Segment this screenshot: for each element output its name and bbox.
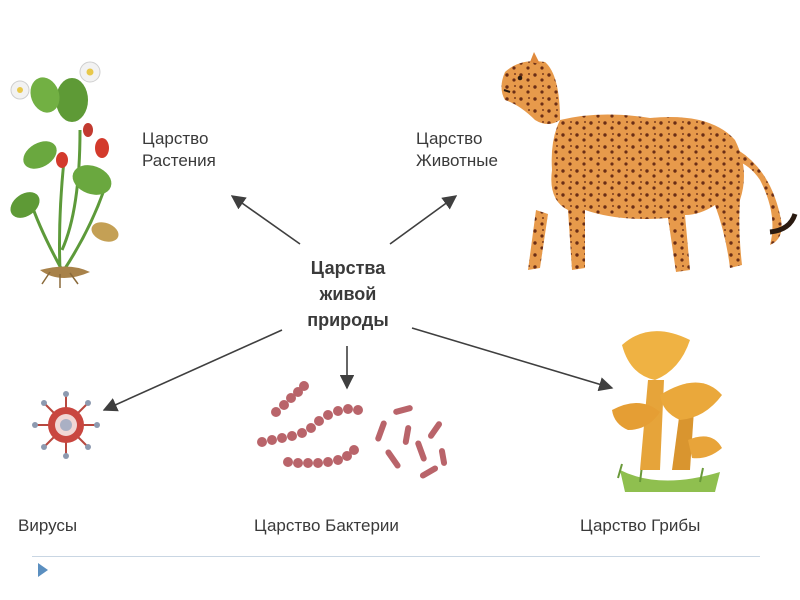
central-node-line1: Царства [310,258,386,278]
virus-icon [32,391,100,459]
central-node: Царства живой природы [288,255,408,333]
bacteria-icon [257,381,448,479]
kingdom-plants-line1: Царство [142,129,209,148]
arrow-to-animals [389,195,458,245]
arrow-to-plants [230,195,301,245]
chanterelle-mushroom-icon [612,331,722,492]
kingdom-animals-line1: Царство [416,129,483,148]
kingdom-animals-label: Царство Животные [416,128,498,172]
kingdom-viruses-label: Вирусы [18,516,78,535]
bacteria-chain-1 [271,381,309,417]
cheetah-icon [501,52,798,272]
bacteria-rods [375,405,448,479]
strawberry-plant-icon [10,61,119,288]
central-node-line2: живой [319,284,377,304]
kingdom-plants-line2: Растения [142,151,216,170]
kingdom-animals-line2: Животные [416,151,498,170]
slide-footer-divider [32,556,760,557]
bacteria-chain-2 [257,404,363,447]
arrow-to-fungi [411,327,614,392]
bacteria-chain-3 [283,445,359,468]
kingdom-plants-label: Царство Растения [142,128,216,172]
arrow-to-viruses [102,329,283,412]
kingdom-bacteria-label: Царство Бактерии [254,516,399,535]
arrows [102,195,614,412]
kingdom-fungi-label: Царство Грибы [580,516,701,535]
central-node-line3: природы [307,310,389,330]
slide-bullet-triangle-icon [38,563,48,577]
